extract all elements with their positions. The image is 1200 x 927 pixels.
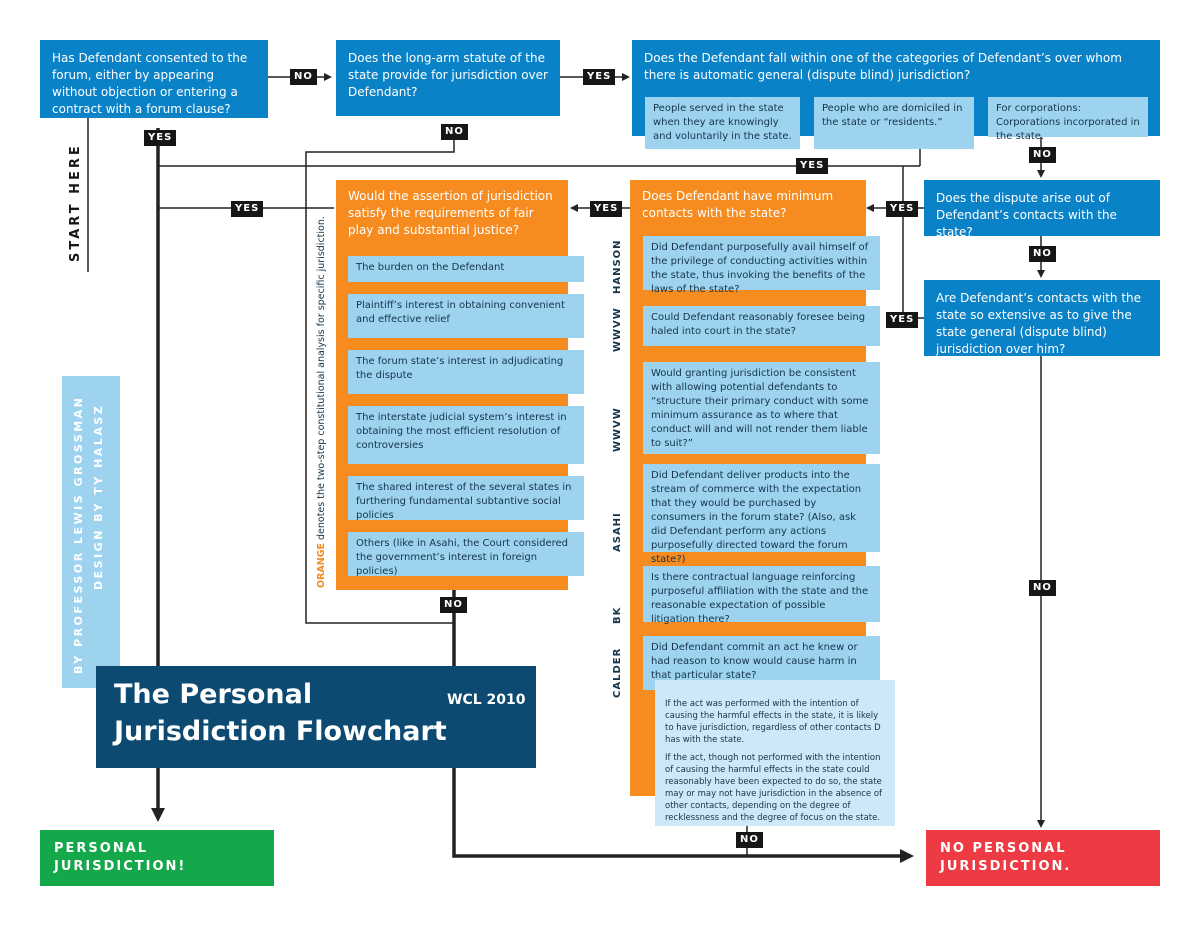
case-label-bk: BK	[612, 606, 623, 624]
case-label-wwvw-1: WWVW	[612, 307, 623, 352]
question-fair-play: Would the assertion of jurisdiction sati…	[348, 189, 553, 237]
label-yes-minimum-contacts: YES	[590, 201, 623, 217]
fair-factor-plaintiff-interest: Plaintiff’s interest in obtaining conven…	[348, 294, 584, 338]
byline-designer: DESIGN BY TY HALASZ	[92, 403, 105, 590]
label-no-fair-play: NO	[440, 597, 467, 613]
label-yes-fair-play: YES	[231, 201, 264, 217]
general-category-corporations: For corporations: Corporations incorpora…	[988, 97, 1148, 142]
question-general-text: Does the Defendant fall within one of th…	[644, 51, 1122, 82]
general-category-domiciled: People who are domiciled in the state or…	[814, 97, 974, 149]
byline-panel: BY PROFESSOR LEWIS GROSSMAN DESIGN BY TY…	[62, 376, 120, 688]
outcome-personal-jurisdiction: PERSONAL JURISDICTION!	[40, 830, 274, 886]
calder-notes: If the act was performed with the intent…	[655, 680, 895, 826]
fair-factor-shared-interest: The shared interest of the several state…	[348, 476, 584, 521]
calder-note-reckless: If the act, though not performed with th…	[665, 753, 883, 823]
title-line-1: The Personal	[114, 679, 313, 710]
label-no-general: NO	[1029, 147, 1056, 163]
label-yes-general: YES	[796, 158, 829, 174]
contact-question-structure-conduct: Would granting jurisdiction be consisten…	[643, 362, 880, 454]
question-long-arm-statute: Does the long-arm statute of the state p…	[336, 40, 560, 116]
fair-factor-others: Others (like in Asahi, the Court conside…	[348, 532, 584, 577]
title-block: The Personal Jurisdiction Flowchart WCL …	[96, 666, 536, 768]
start-here-label: START HERE	[68, 143, 83, 262]
title-line-2: Jurisdiction Flowchart	[114, 716, 447, 747]
orange-legend-note: ORANGE denotes the two-step constitution…	[316, 216, 327, 588]
calder-note-intentional: If the act was performed with the intent…	[665, 699, 881, 745]
contact-question-hanson: Did Defendant purposefully avail himself…	[643, 236, 880, 295]
case-label-hanson: HANSON	[612, 239, 623, 294]
fair-factor-forum-interest: The forum state’s interest in adjudicati…	[348, 350, 584, 394]
question-dispute-arises: Does the dispute arise out of Defendant’…	[924, 180, 1160, 239]
label-no-minimum-contacts: NO	[736, 832, 763, 848]
contact-question-foreseeability: Could Defendant reasonably foresee being…	[643, 306, 880, 346]
title-tag: WCL 2010	[447, 692, 526, 708]
question-consent: Has Defendant consented to the forum, ei…	[40, 40, 268, 118]
case-label-wwvw-2: WWVW	[612, 407, 623, 452]
orange-legend-word: ORANGE	[316, 543, 327, 588]
label-yes-long-arm: YES	[583, 69, 616, 85]
fair-factor-judicial-system: The interstate judicial system’s interes…	[348, 406, 584, 464]
fair-factor-burden: The burden on the Defendant	[348, 256, 584, 282]
byline-author: BY PROFESSOR LEWIS GROSSMAN	[72, 395, 85, 674]
label-no-long-arm: NO	[441, 124, 468, 140]
label-yes-consent: YES	[144, 130, 177, 146]
contact-question-contractual-language: Is there contractual language reinforcin…	[643, 566, 880, 625]
label-no-extensive: NO	[1029, 580, 1056, 596]
question-extensive-contacts: Are Defendant’s contacts with the state …	[924, 280, 1160, 356]
general-category-served: People served in the state when they are…	[645, 97, 800, 149]
label-yes-dispute-arises: YES	[886, 201, 919, 217]
label-no-consent: NO	[290, 69, 317, 85]
contact-question-stream-of-commerce: Did Defendant deliver products into the …	[643, 464, 880, 565]
label-no-dispute-arises: NO	[1029, 246, 1056, 262]
question-minimum-contacts: Does Defendant have minimum contacts wit…	[642, 189, 834, 220]
orange-legend-text: denotes the two-step constitutional anal…	[316, 216, 327, 544]
case-label-calder: CALDER	[612, 647, 623, 698]
label-yes-extensive: YES	[886, 312, 919, 328]
case-label-asahi: ASAHI	[612, 512, 623, 552]
outcome-no-personal-jurisdiction: NO PERSONAL JURISDICTION.	[926, 830, 1160, 886]
